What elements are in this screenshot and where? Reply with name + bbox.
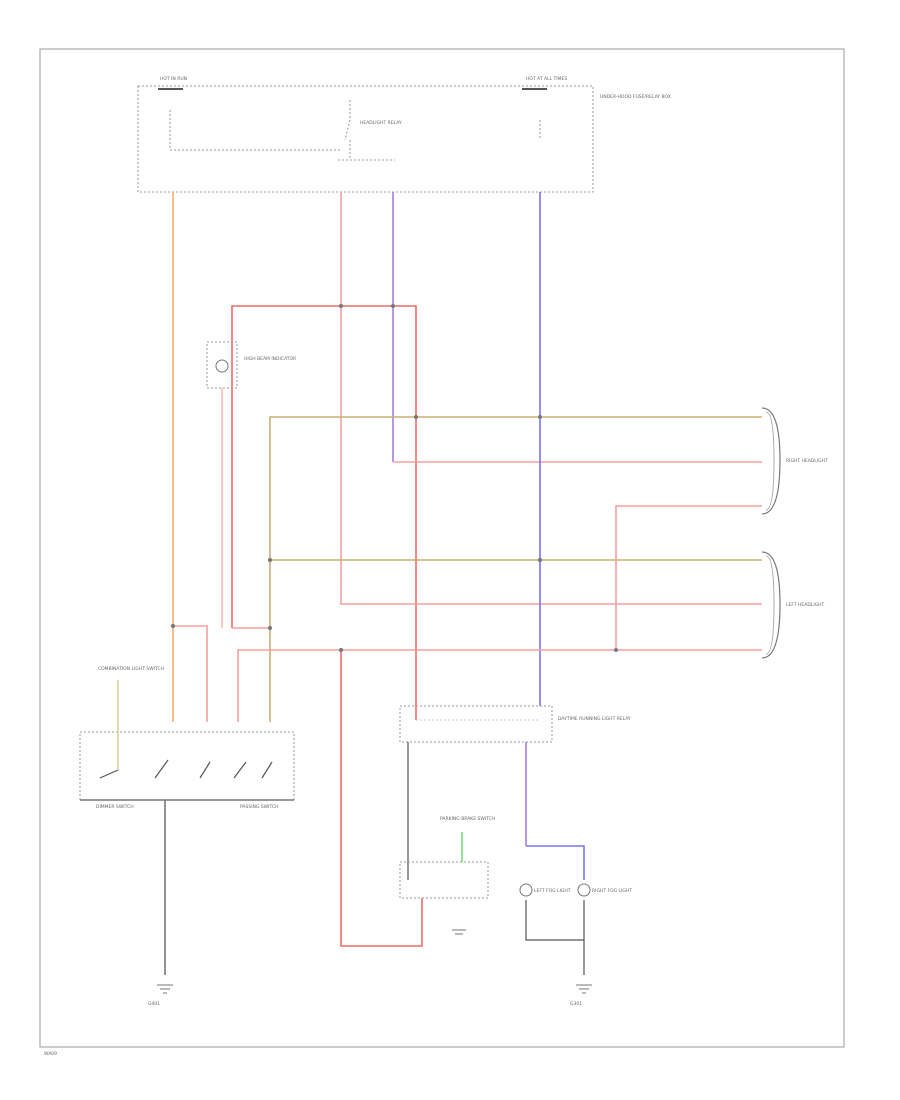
left-headlight-shape bbox=[761, 551, 781, 659]
junction-dot bbox=[268, 626, 272, 630]
ground-right-label: G301 bbox=[570, 1001, 582, 1007]
headlight-relay-label: HEADLIGHT RELAY bbox=[360, 120, 402, 126]
fog-ground-wire bbox=[525, 900, 585, 975]
indicator-bulb-icon bbox=[215, 359, 229, 373]
daytime-relay-outline bbox=[399, 705, 553, 743]
wire-blue-fog bbox=[526, 845, 585, 880]
wire-tan-upper bbox=[269, 416, 762, 722]
junction-dot bbox=[268, 558, 272, 562]
combo-switch-contacts bbox=[99, 759, 273, 779]
left-headlight: LEFT HEADLIGHT bbox=[761, 551, 825, 659]
fuse-left-label: HOT IN RUN bbox=[160, 76, 187, 82]
ground-right-icon bbox=[576, 984, 592, 994]
wire-pink-left-low bbox=[237, 649, 762, 722]
diagram-border bbox=[39, 48, 845, 1048]
junction-dot bbox=[414, 415, 418, 419]
left-headlight-inner bbox=[765, 555, 775, 655]
fuse-relay-box: HOT IN RUN HOT AT ALL TIMES UNDER-HOOD F… bbox=[137, 76, 671, 193]
junction-dot bbox=[538, 558, 542, 562]
indicator-label: HIGH BEAM INDICATOR bbox=[244, 356, 296, 362]
junction-dot bbox=[614, 648, 618, 652]
combination-switch: COMBINATION LIGHT SWITCH DIMMER SWITCH P… bbox=[79, 666, 295, 1007]
junction-dots bbox=[171, 304, 618, 652]
combo-switch-outline bbox=[79, 731, 295, 801]
daytime-relay: DAYTIME RUNNING LIGHT RELAY bbox=[399, 705, 631, 880]
junction-dot bbox=[391, 304, 395, 308]
relay-box-label: UNDER-HOOD FUSE/RELAY BOX bbox=[600, 94, 671, 100]
relay-internal bbox=[169, 100, 351, 160]
right-headlight: RIGHT HEADLIGHT bbox=[761, 407, 828, 515]
wire-pink-relay bbox=[340, 192, 762, 605]
footer-label: WA09 bbox=[44, 1051, 57, 1057]
high-beam-indicator: HIGH BEAM INDICATOR bbox=[206, 341, 296, 628]
left-fog-bulb-icon bbox=[519, 883, 533, 897]
fuse-right-label: HOT AT ALL TIMES bbox=[526, 76, 567, 82]
wire-pink-right-low bbox=[615, 505, 762, 650]
wire-pink-switch bbox=[173, 625, 208, 722]
indicator-outline bbox=[206, 341, 238, 389]
left-fog-label: LEFT FOG LIGHT bbox=[534, 888, 571, 894]
parking-switch-label: PARKING BRAKE SWITCH bbox=[440, 816, 495, 822]
ground-left-icon bbox=[157, 984, 173, 994]
parking-switch-outline bbox=[399, 861, 489, 899]
wire-red-main bbox=[231, 305, 417, 720]
ground-left-label: G401 bbox=[148, 1001, 160, 1007]
dimmer-switch-label: DIMMER SWITCH bbox=[96, 804, 134, 810]
fuse-relay-box-outline bbox=[137, 85, 594, 193]
wire-red-lower-loop bbox=[340, 650, 423, 947]
combo-switch-label: COMBINATION LIGHT SWITCH bbox=[98, 666, 164, 672]
right-fog-bulb-icon bbox=[577, 883, 591, 897]
junction-dot bbox=[538, 415, 542, 419]
passing-switch-label: PASSING SWITCH bbox=[240, 804, 278, 810]
ground-mid-icon bbox=[452, 929, 466, 935]
right-headlight-inner bbox=[765, 411, 775, 511]
parking-brake-switch: PARKING BRAKE SWITCH bbox=[399, 816, 495, 935]
daytime-relay-label: DAYTIME RUNNING LIGHT RELAY bbox=[558, 716, 631, 722]
fog-lights: LEFT FOG LIGHT RIGHT FOG LIGHT G301 bbox=[519, 845, 632, 1007]
right-fog-label: RIGHT FOG LIGHT bbox=[592, 888, 632, 894]
junction-dot bbox=[171, 624, 175, 628]
junction-dot bbox=[339, 648, 343, 652]
junction-dot bbox=[339, 304, 343, 308]
left-headlight-label: LEFT HEADLIGHT bbox=[786, 602, 825, 608]
right-headlight-shape bbox=[761, 407, 781, 515]
right-headlight-label: RIGHT HEADLIGHT bbox=[786, 458, 828, 464]
